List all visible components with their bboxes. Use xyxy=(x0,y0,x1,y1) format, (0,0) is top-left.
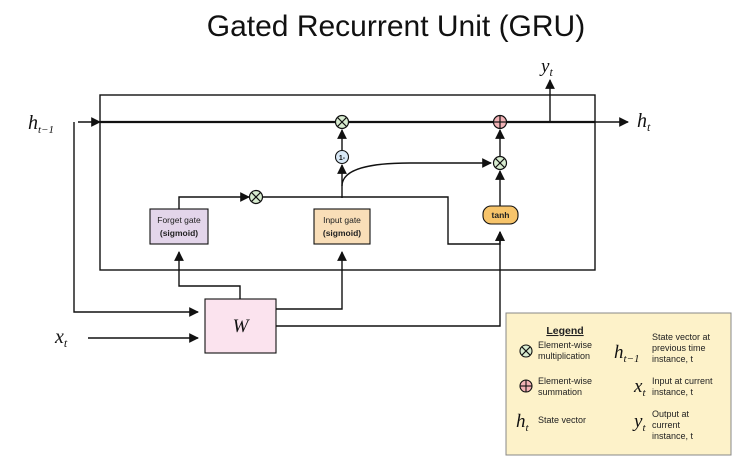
legend-title: Legend xyxy=(546,325,583,337)
one-minus-op: 1- xyxy=(334,149,350,165)
weights-to-forget-gate-line xyxy=(174,251,241,299)
forget-gate xyxy=(149,208,209,245)
legend-input-symbol: xt xyxy=(633,376,646,399)
weights-to-input-gate-line xyxy=(276,251,347,310)
legend: Legend Element-wise multiplication Eleme… xyxy=(505,312,732,456)
legend-output-line2: current xyxy=(652,420,681,430)
forget-gate-line2: (sigmoid) xyxy=(160,228,198,238)
legend-state-label: State vector xyxy=(538,415,586,425)
state-multiply-op xyxy=(334,114,350,130)
forget-gate-line1: Forget gate xyxy=(157,215,201,225)
h-prev-to-weights-line xyxy=(73,122,199,317)
legend-input-line2: instance, t xyxy=(652,387,694,397)
legend-sum-line1: Element-wise xyxy=(538,376,592,386)
legend-output-line1: Output at xyxy=(652,409,690,419)
legend-sum-icon xyxy=(519,379,533,393)
h-prev-label: ht−1 xyxy=(28,112,54,136)
candidate-multiply-op xyxy=(492,155,508,171)
legend-multiply-line1: Element-wise xyxy=(538,340,592,350)
legend-multiply-icon xyxy=(519,344,533,358)
y-out-label: yt xyxy=(539,56,553,79)
h-out-label: ht xyxy=(637,110,651,134)
input-gate xyxy=(313,208,371,245)
input-gate-line2: (sigmoid) xyxy=(323,228,361,238)
legend-prev-state-line2: previous time xyxy=(652,343,706,353)
weights-to-tanh-line xyxy=(276,231,505,327)
legend-prev-state-symbol: ht−1 xyxy=(614,342,639,365)
legend-output-symbol: yt xyxy=(632,411,646,434)
input-gate-to-candidate-multiply-curve xyxy=(341,158,492,187)
diagram-title: Gated Recurrent Unit (GRU) xyxy=(207,10,585,43)
legend-multiply-line2: multiplication xyxy=(538,351,590,361)
legend-output-line3: instance, t xyxy=(652,431,694,441)
weights-box xyxy=(204,298,277,354)
legend-state-symbol: ht xyxy=(516,411,530,434)
legend-sum-line2: summation xyxy=(538,387,582,397)
legend-prev-state-line1: State vector at xyxy=(652,332,711,342)
legend-prev-state-line3: instance, t xyxy=(652,354,694,364)
x-in-label: xt xyxy=(54,326,68,350)
tanh-label: tanh xyxy=(492,210,510,220)
state-sum-op xyxy=(492,114,508,130)
weights-label: W xyxy=(233,316,251,337)
svg-text:1-: 1- xyxy=(339,155,346,162)
forget-gate-output-line xyxy=(178,192,250,209)
input-gate-line1: Input gate xyxy=(323,215,361,225)
legend-input-line1: Input at current xyxy=(652,376,713,386)
reset-multiply-op xyxy=(248,189,264,205)
